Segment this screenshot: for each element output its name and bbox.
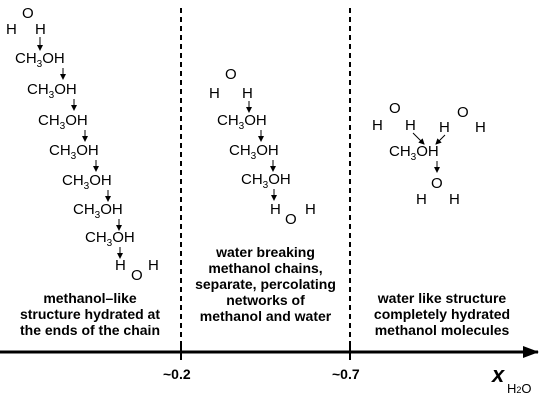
water-h-atom: H	[405, 117, 416, 134]
methanol-molecule: CH3OH	[62, 172, 112, 192]
methanol-molecule: CH3OH	[73, 201, 123, 221]
caption-line: separate, percolating	[195, 276, 336, 292]
axis-tick-label: ~0.7	[332, 366, 360, 382]
methanol-molecule: CH3OH	[27, 81, 77, 101]
water-h-atom: H	[6, 21, 17, 38]
water-h-atom: H	[372, 117, 383, 134]
water-o-atom: O	[457, 104, 469, 121]
methanol-molecule: CH3OH	[229, 142, 279, 162]
methanol-molecule: CH3OH	[49, 142, 99, 162]
right-molecule-cluster: O H H O H H CH3OH O H H	[372, 100, 486, 208]
axis-subscript-o: O	[521, 381, 532, 396]
caption-methanol-like: methanol–like structure hydrated at the …	[4, 290, 176, 338]
water-h-atom: H	[115, 257, 126, 274]
methanol-molecule: CH3OH	[389, 143, 439, 163]
water-h-atom: H	[148, 257, 159, 274]
caption-line: methanol–like	[43, 290, 137, 306]
water-h-atom: H	[242, 85, 253, 102]
methanol-molecule: CH3OH	[38, 112, 88, 132]
caption-line: completely hydrated	[373, 306, 511, 322]
methanol-molecule: CH3OH	[217, 112, 267, 132]
axis-subscript-num: 2	[516, 385, 522, 395]
caption-line: methanol and water	[199, 308, 332, 324]
left-molecule-chain: O H H CH3OH CH3OH CH3OH CH3OH CH3OH CH3O…	[6, 5, 159, 284]
middle-molecule-chain: O H H CH3OH CH3OH CH3OH H O H	[209, 66, 316, 228]
water-h-atom: H	[270, 201, 281, 218]
caption-line: the ends of the chain	[19, 322, 160, 338]
water-o-atom: O	[431, 175, 443, 192]
water-h-atom: H	[439, 119, 450, 136]
caption-line: water like structure	[377, 290, 507, 306]
water-o-atom: O	[131, 267, 143, 284]
hydrogen-bond-arrow	[412, 132, 425, 145]
water-h-atom: H	[35, 21, 46, 38]
hydrogen-bond-arrow	[435, 134, 446, 145]
water-h-atom: H	[209, 85, 220, 102]
water-h-atom: H	[449, 191, 460, 208]
water-h-atom: H	[416, 191, 427, 208]
methanol-molecule: CH3OH	[15, 50, 65, 70]
water-o-atom: O	[389, 100, 401, 117]
caption-line: structure hydrated at	[19, 306, 161, 322]
water-o-atom: O	[225, 66, 237, 83]
water-h-atom: H	[305, 201, 316, 218]
water-o-atom: O	[285, 211, 297, 228]
caption-water-breaking: water breaking methanol chains, separate…	[183, 244, 348, 324]
water-o-atom: O	[22, 5, 34, 22]
caption-water-like: water like structure completely hydrated…	[354, 290, 530, 338]
caption-line: water breaking	[216, 244, 315, 260]
axis-tick-label: ~0.2	[163, 366, 191, 382]
water-h-atom: H	[475, 119, 486, 136]
caption-line: methanol molecules	[374, 322, 510, 338]
axis-subscript-h: H	[507, 381, 517, 396]
axis-variable: x	[492, 362, 505, 387]
axis-subscript: H2O	[507, 381, 532, 396]
caption-line: methanol chains,	[208, 260, 323, 276]
caption-line: networks of	[226, 292, 305, 308]
methanol-molecule: CH3OH	[85, 229, 135, 249]
methanol-molecule: CH3OH	[241, 171, 291, 191]
